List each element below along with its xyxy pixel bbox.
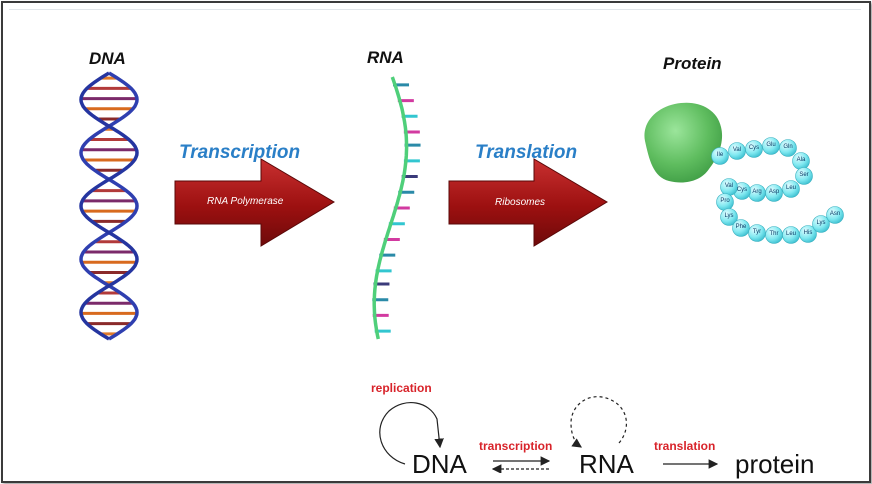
amino-acid-bead [826,206,844,224]
central-dogma-illustration [79,71,844,473]
amino-acid-label: Leu [785,185,796,191]
rna-replication-loop-arrow [570,396,627,448]
transcription-small-label: transcription [479,439,553,453]
rna-backbone [372,76,409,340]
ribosomes-label: Ribosomes [495,197,546,208]
transcription-label: Transcription [179,142,301,163]
amino-acid-bead [711,147,729,165]
amino-acid-label: Cys [736,187,748,193]
rna-polymerase-label: RNA Polymerase [207,196,284,207]
replication-loop-arrow [379,402,444,465]
amino-acid-label: Arg [752,189,762,195]
amino-acid-label: Lys [724,213,734,219]
amino-acid-label: Val [732,147,742,153]
amino-acid-bead [782,180,800,198]
figure-area: DNA RNA Protein Transcription Translatio… [9,9,861,479]
amino-acid-bead [799,225,817,243]
amino-acid-label: His [803,230,813,236]
amino-acid-chain [711,137,844,244]
amino-acid-bead [779,139,797,157]
protein-node: protein [735,449,815,479]
folded-protein-blob [644,102,723,183]
amino-acid-label: Ala [796,157,806,163]
amino-acid-bead [720,208,738,226]
rna-title: RNA [367,48,404,67]
dna-base-pairs [81,76,137,336]
amino-acid-label: Phe [735,224,747,230]
translation-label: Translation [475,142,578,163]
rna-node: RNA [579,449,634,479]
transcription-arrow [174,158,335,247]
amino-acid-label: Tyr [752,229,762,235]
amino-acid-bead [795,167,813,185]
translation-arrow [448,158,608,247]
dna-backbone-strand-b [79,71,139,341]
amino-acid-label: Leu [785,231,796,237]
amino-acid-label: Lys [816,220,826,226]
amino-acid-label: Asn [829,211,841,217]
amino-acid-label: Ser [799,172,809,178]
amino-acid-bead [732,219,750,237]
protein-title: Protein [663,54,722,73]
amino-acid-label: Val [724,183,734,189]
translation-small-label: translation [654,439,716,453]
amino-acid-label: Gln [783,144,793,150]
amino-acid-bead [745,140,763,158]
amino-acid-label: Glu [766,142,776,148]
amino-acid-label: Ile [716,152,724,158]
replication-label: replication [371,381,432,395]
amino-acid-label: Thr [769,231,779,237]
dna-title: DNA [89,49,126,68]
amino-acid-label: Asp [768,189,780,195]
amino-acid-bead [812,215,830,233]
amino-acid-label: Cys [748,145,760,151]
amino-acid-label: Pro [720,198,730,204]
dna-node: DNA [412,449,467,479]
dna-backbone-strand-a [79,71,139,341]
